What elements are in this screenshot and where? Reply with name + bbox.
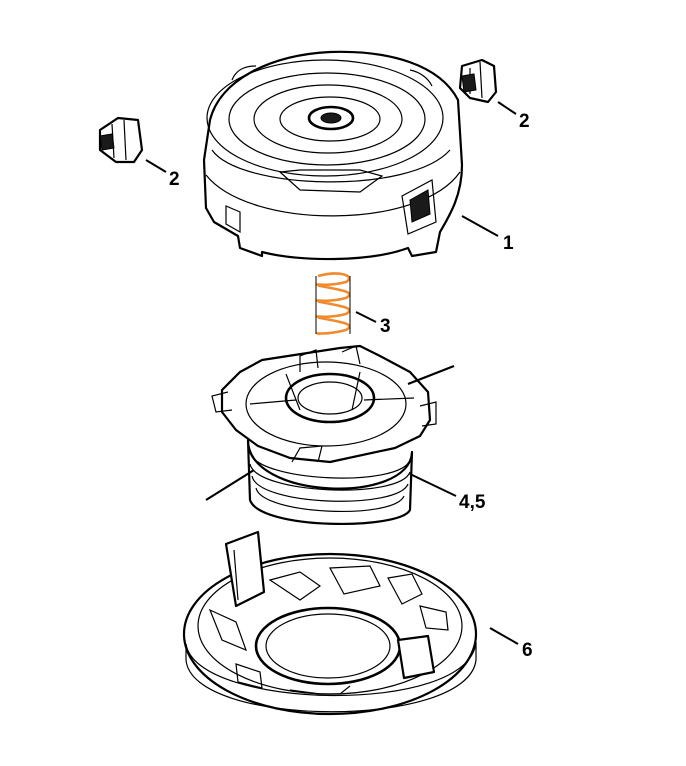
leader-lines <box>145 101 519 645</box>
spool-part <box>205 344 455 526</box>
clip-part-right <box>458 58 498 104</box>
spring-part <box>315 272 351 336</box>
callout-cover: 1 <box>503 233 514 254</box>
clip-part-left <box>98 116 144 164</box>
callout-spool: 4,5 <box>459 492 486 513</box>
callout-clip-left: 2 <box>169 169 180 190</box>
callout-clip-right: 2 <box>519 111 530 132</box>
cover-part <box>202 50 464 261</box>
housing-part <box>182 530 478 716</box>
callout-spring: 3 <box>380 316 391 337</box>
callout-housing: 6 <box>522 640 533 661</box>
